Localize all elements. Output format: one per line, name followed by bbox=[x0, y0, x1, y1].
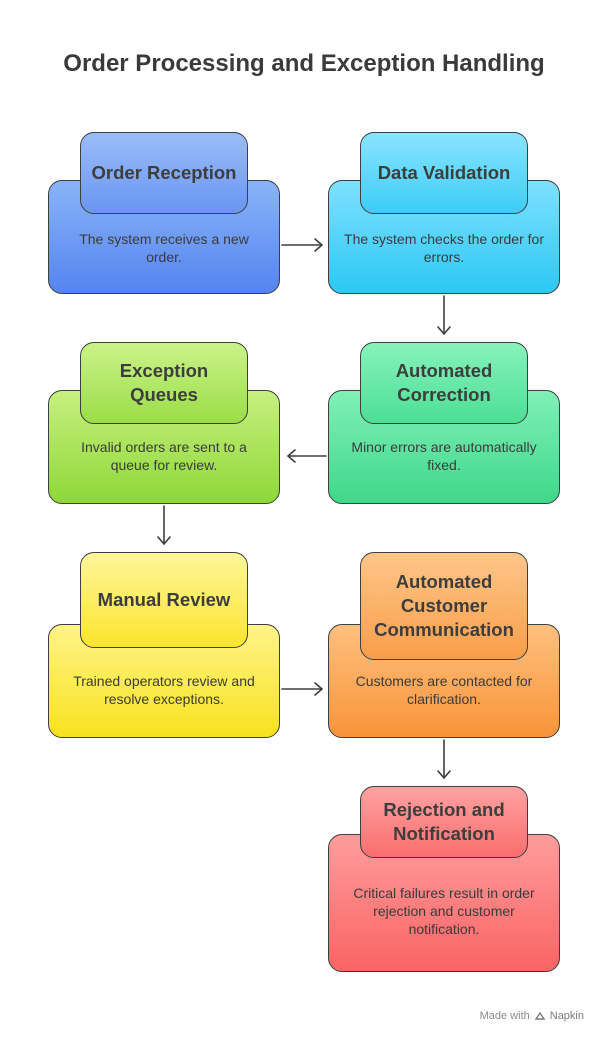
made-with-label: Made with bbox=[479, 1010, 530, 1022]
node-title: Exception Queues bbox=[80, 342, 248, 424]
node-description: Critical failures result in order reject… bbox=[353, 885, 535, 937]
node-title: Automated Correction bbox=[360, 342, 528, 424]
arrow-communication-to-rejection bbox=[437, 739, 451, 779]
node-description: Minor errors are automatically fixed. bbox=[351, 439, 537, 473]
napkin-brand-label: Napkin bbox=[549, 1010, 584, 1022]
node-title: Data Validation bbox=[360, 132, 528, 214]
node-title: Manual Review bbox=[80, 552, 248, 648]
arrow-reception-to-validation bbox=[281, 238, 323, 252]
node-exception-queues: Exception Queues Invalid orders are sent… bbox=[48, 342, 282, 506]
node-automated-correction: Automated Correction Minor errors are au… bbox=[328, 342, 562, 506]
diagram-title: Order Processing and Exception Handling bbox=[63, 50, 545, 77]
arrow-validation-to-correction bbox=[437, 295, 451, 335]
node-description: Customers are contacted for clarificatio… bbox=[355, 673, 533, 707]
node-title: Order Reception bbox=[80, 132, 248, 214]
node-description: The system receives a new order. bbox=[79, 231, 249, 265]
arrow-review-to-communication bbox=[281, 682, 323, 696]
node-description: Invalid orders are sent to a queue for r… bbox=[81, 439, 247, 473]
node-order-reception: Order Reception The system receives a ne… bbox=[48, 132, 282, 296]
node-description: The system checks the order for errors. bbox=[344, 231, 544, 265]
arrow-correction-to-queues bbox=[287, 449, 327, 463]
node-description: Trained operators review and resolve exc… bbox=[73, 673, 255, 707]
arrow-queues-to-review bbox=[157, 505, 171, 545]
napkin-logo-icon bbox=[534, 1011, 546, 1020]
node-rejection-and-notification: Rejection and Notification Critical fail… bbox=[328, 786, 562, 972]
node-title: Rejection and Notification bbox=[360, 786, 528, 858]
watermark: Made with Napkin bbox=[480, 1010, 584, 1022]
node-automated-customer-communication: Automated Customer Communication Custome… bbox=[328, 552, 562, 738]
node-title: Automated Customer Communication bbox=[360, 552, 528, 660]
node-data-validation: Data Validation The system checks the or… bbox=[328, 132, 562, 296]
node-manual-review: Manual Review Trained operators review a… bbox=[48, 552, 282, 738]
